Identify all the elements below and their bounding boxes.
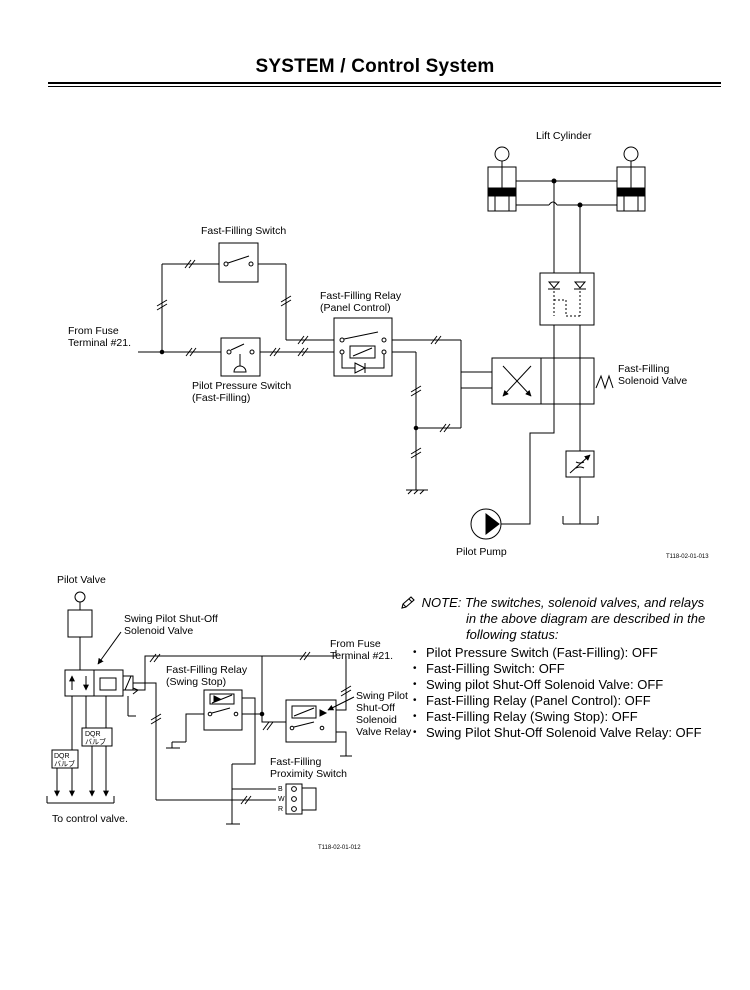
hydraulic-lines: Pilot Pump T118-02-01-013 bbox=[456, 404, 709, 560]
note-label: NOTE: bbox=[421, 595, 462, 610]
figure-code-top: T118-02-01-013 bbox=[666, 554, 709, 560]
proximity-switch-label-2: Proximity Switch bbox=[270, 768, 347, 780]
swing-relay-label-2: Shut-Off bbox=[356, 702, 395, 714]
fast-filling-solenoid-valve: Fast-Filling Solenoid Valve bbox=[460, 357, 687, 405]
swing-solenoid-label-1: Swing Pilot Shut-Off bbox=[124, 613, 218, 625]
note-block: NOTE: The switches, solenoid valves, and… bbox=[400, 595, 722, 741]
proximity-switch-label-1: Fast-Filling bbox=[270, 756, 322, 768]
relay-panel-label-2: (Panel Control) bbox=[320, 302, 391, 314]
check-valve-block bbox=[539, 272, 595, 358]
to-control-valve-label: To control valve. bbox=[52, 813, 128, 825]
from-fuse-label-1: From Fuse bbox=[68, 325, 119, 337]
dqr-label-left-1: DQR bbox=[54, 753, 70, 760]
dqr-label-right-1: DQR bbox=[85, 731, 101, 738]
swing-relay-label-3: Solenoid bbox=[356, 714, 397, 726]
top-electrical-circuit: From Fuse Terminal #21. Fast-Filling Swi… bbox=[68, 225, 462, 495]
figure-code-bottom: T118-02-01-012 bbox=[318, 845, 361, 851]
solenoid-valve-label-2: Solenoid Valve bbox=[618, 375, 687, 387]
note-text-line-2: in the above diagram are described in th… bbox=[466, 611, 706, 626]
pilot-pressure-switch-label-2: (Fast-Filling) bbox=[192, 392, 250, 404]
list-item: Fast-Filling Relay (Panel Control): OFF bbox=[413, 693, 722, 709]
pilot-valve-label: Pilot Valve bbox=[57, 574, 106, 586]
fast-filling-switch-label: Fast-Filling Switch bbox=[201, 225, 286, 237]
relay-panel-label-1: Fast-Filling Relay bbox=[320, 290, 402, 302]
dqr-label-left-2: バルブ bbox=[54, 759, 75, 768]
terminal-b: B bbox=[278, 786, 283, 793]
pilot-valve-section: Pilot Valve Swing Pilot Shut-Off Solenoi… bbox=[46, 574, 218, 825]
from-fuse-label-2: Terminal #21. bbox=[68, 337, 131, 349]
header-rule-thin bbox=[48, 86, 721, 87]
swing-relay-label-1: Swing Pilot bbox=[356, 690, 408, 702]
note-text-line-3: following status: bbox=[466, 627, 559, 642]
page-title: SYSTEM / Control System bbox=[255, 56, 495, 77]
pilot-pressure-switch-label-1: Pilot Pressure Switch bbox=[192, 380, 291, 392]
note-status-list: Pilot Pressure Switch (Fast-Filling): OF… bbox=[400, 645, 722, 741]
solenoid-valve-label-1: Fast-Filling bbox=[618, 363, 670, 375]
note-heading: NOTE: The switches, solenoid valves, and… bbox=[400, 595, 722, 643]
list-item: Swing pilot Shut-Off Solenoid Valve: OFF bbox=[413, 677, 722, 693]
list-item: Swing Pilot Shut-Off Solenoid Valve Rela… bbox=[413, 725, 722, 741]
from-fuse-bottom-2: Terminal #21. bbox=[330, 650, 393, 662]
swing-relay-label-4: Valve Relay bbox=[356, 726, 412, 738]
lift-cylinder: Lift Cylinder bbox=[487, 130, 646, 273]
note-text-first: The switches, solenoid valves, and relay… bbox=[464, 595, 705, 610]
relay-swing-label-1: Fast-Filling Relay bbox=[166, 664, 248, 676]
from-fuse-bottom-1: From Fuse bbox=[330, 638, 381, 650]
swing-solenoid-label-2: Solenoid Valve bbox=[124, 625, 193, 637]
header-rule bbox=[48, 82, 721, 84]
list-item: Pilot Pressure Switch (Fast-Filling): OF… bbox=[413, 645, 722, 661]
bottom-electrical-circuit: From Fuse Terminal #21. Fast-Filling Rel… bbox=[133, 638, 412, 851]
terminal-w: W bbox=[278, 796, 285, 803]
terminal-r: R bbox=[278, 806, 283, 813]
lift-cylinder-label: Lift Cylinder bbox=[536, 130, 592, 142]
list-item: Fast-Filling Switch: OFF bbox=[413, 661, 722, 677]
dqr-label-right-2: バルブ bbox=[85, 737, 106, 746]
pencil-icon bbox=[401, 596, 415, 609]
list-item: Fast-Filling Relay (Swing Stop): OFF bbox=[413, 709, 722, 725]
pilot-pump-label: Pilot Pump bbox=[456, 546, 507, 558]
relay-swing-label-2: (Swing Stop) bbox=[166, 676, 226, 688]
